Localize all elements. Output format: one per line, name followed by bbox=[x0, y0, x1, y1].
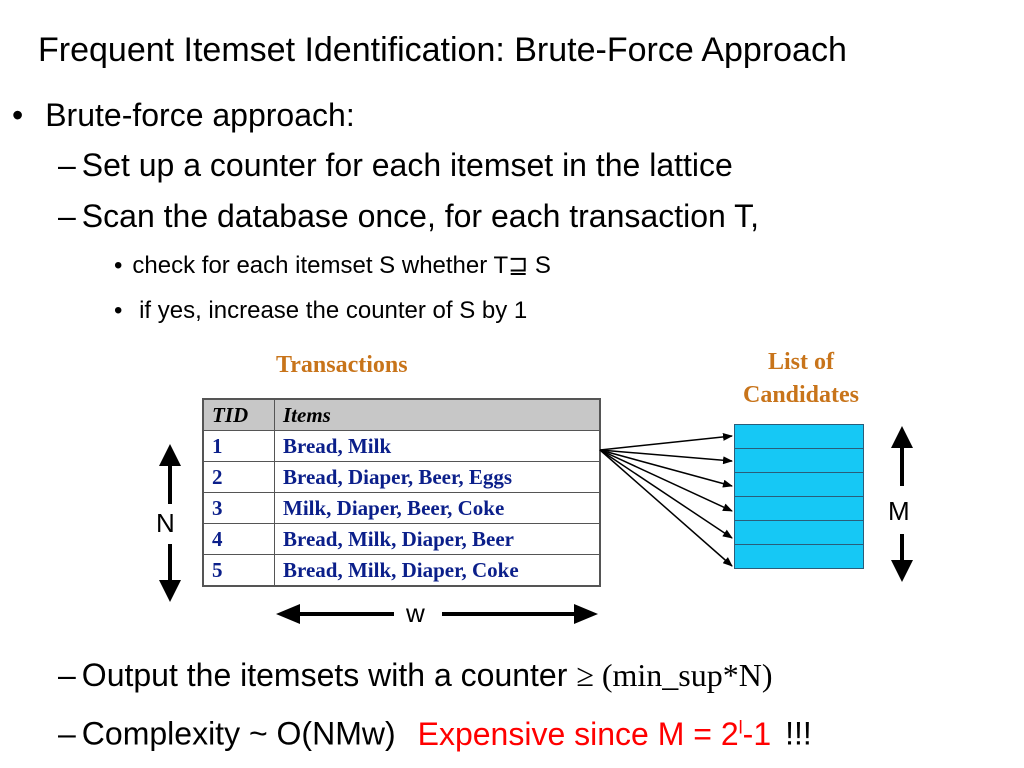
table-row: 2 Bread, Diaper, Beer, Eggs bbox=[202, 461, 601, 493]
m-dimension-arrows bbox=[891, 426, 913, 582]
table-row: 3 Milk, Diaper, Beer, Coke bbox=[202, 492, 601, 524]
expensive-text-end: -1 bbox=[742, 715, 772, 752]
w-label: w bbox=[406, 598, 425, 628]
dash-marker: – bbox=[58, 198, 76, 234]
tid-cell: 5 bbox=[202, 554, 275, 587]
arrow-up-icon bbox=[891, 426, 913, 448]
candidate-box bbox=[734, 424, 864, 449]
candidates-label-line2: Candidates bbox=[742, 382, 860, 408]
table-row: 5 Bread, Milk, Diaper, Coke bbox=[202, 554, 601, 587]
fan-arrow bbox=[599, 449, 733, 539]
subsubbullet-increase: • if yes, increase the counter of S by 1 bbox=[114, 296, 527, 326]
candidates-label-line1: List of bbox=[768, 349, 834, 375]
bullet-marker: • bbox=[114, 252, 123, 279]
complexity-text: Complexity ~ O(NMw) bbox=[81, 715, 396, 752]
exclamation-text: !!! bbox=[785, 715, 812, 752]
fan-arrow bbox=[599, 449, 733, 488]
arrow-right-icon bbox=[574, 604, 598, 624]
subbullet-output: –Output the itemsets with a counter ≥ (m… bbox=[58, 656, 772, 694]
exponent: l bbox=[738, 717, 743, 737]
items-cell: Bread, Milk, Diaper, Coke bbox=[274, 554, 601, 587]
output-text: Output the itemsets with a counter bbox=[81, 657, 577, 693]
subsubbullet-check: • check for each itemset S whether T⊒ S bbox=[114, 251, 551, 281]
arrow-up-icon bbox=[159, 444, 181, 466]
items-cell: Milk, Diaper, Beer, Coke bbox=[274, 492, 601, 524]
fan-arrow bbox=[599, 449, 733, 465]
m-label: M bbox=[888, 496, 910, 526]
subbullet-text: Scan the database once, for each transac… bbox=[81, 198, 759, 234]
bullet-brute-force: • Brute-force approach: bbox=[12, 96, 355, 134]
dash-marker: – bbox=[58, 715, 76, 752]
fan-arrow bbox=[599, 449, 733, 512]
fan-arrow bbox=[599, 449, 733, 567]
subbullet-scan: –Scan the database once, for each transa… bbox=[58, 197, 759, 235]
table-row: 1 Bread, Milk bbox=[202, 430, 601, 462]
increase-text: if yes, increase the counter of S by 1 bbox=[132, 297, 528, 324]
subbullet-text: Set up a counter for each itemset in the… bbox=[81, 147, 733, 183]
items-cell: Bread, Diaper, Beer, Eggs bbox=[274, 461, 601, 493]
check-text: check for each itemset S whether T bbox=[132, 252, 509, 279]
arrow-down-icon bbox=[159, 580, 181, 602]
candidates-label: List of Candidates bbox=[718, 346, 884, 412]
candidate-box bbox=[734, 496, 864, 521]
candidate-box bbox=[734, 544, 864, 569]
subbullet-complexity: –Complexity ~ O(NMw) Expensive since M = … bbox=[58, 708, 812, 753]
slide-title: Frequent Itemset Identification: Brute-F… bbox=[38, 31, 847, 69]
items-cell: Bread, Milk bbox=[274, 430, 601, 462]
transactions-table: TID Items 1 Bread, Milk 2 Bread, Diaper,… bbox=[202, 398, 601, 587]
dash-marker: – bbox=[58, 147, 76, 183]
transactions-label: Transactions bbox=[276, 352, 408, 378]
arrow-down-icon bbox=[891, 560, 913, 582]
fan-arrow bbox=[599, 432, 733, 451]
items-cell: Bread, Milk, Diaper, Beer bbox=[274, 523, 601, 555]
fan-arrows bbox=[599, 432, 733, 567]
header-tid: TID bbox=[202, 398, 275, 431]
header-items: Items bbox=[274, 398, 601, 431]
expensive-text: Expensive since M = 2l-1 bbox=[418, 716, 772, 752]
table-row: 4 Bread, Milk, Diaper, Beer bbox=[202, 523, 601, 555]
candidate-list bbox=[734, 424, 864, 569]
n-dimension-arrows bbox=[159, 444, 181, 602]
min-sup-expression: ≥ (min_sup*N) bbox=[576, 657, 773, 693]
superset-symbol: ⊒ bbox=[508, 252, 529, 279]
w-dimension-arrows bbox=[276, 604, 598, 624]
bullet-marker: • bbox=[12, 97, 24, 133]
tid-cell: 3 bbox=[202, 492, 275, 524]
dash-marker: – bbox=[58, 657, 76, 693]
bullet-text: Brute-force approach: bbox=[45, 97, 355, 133]
table-header-row: TID Items bbox=[202, 398, 601, 431]
tid-cell: 1 bbox=[202, 430, 275, 462]
expensive-text-main: Expensive since M = 2 bbox=[417, 715, 739, 752]
subbullet-counter: –Set up a counter for each itemset in th… bbox=[58, 146, 733, 184]
tid-cell: 4 bbox=[202, 523, 275, 555]
tid-cell: 2 bbox=[202, 461, 275, 493]
n-label: N bbox=[156, 508, 175, 538]
arrow-left-icon bbox=[276, 604, 300, 624]
check-text-end: S bbox=[528, 252, 551, 279]
bullet-marker: • bbox=[114, 297, 123, 324]
